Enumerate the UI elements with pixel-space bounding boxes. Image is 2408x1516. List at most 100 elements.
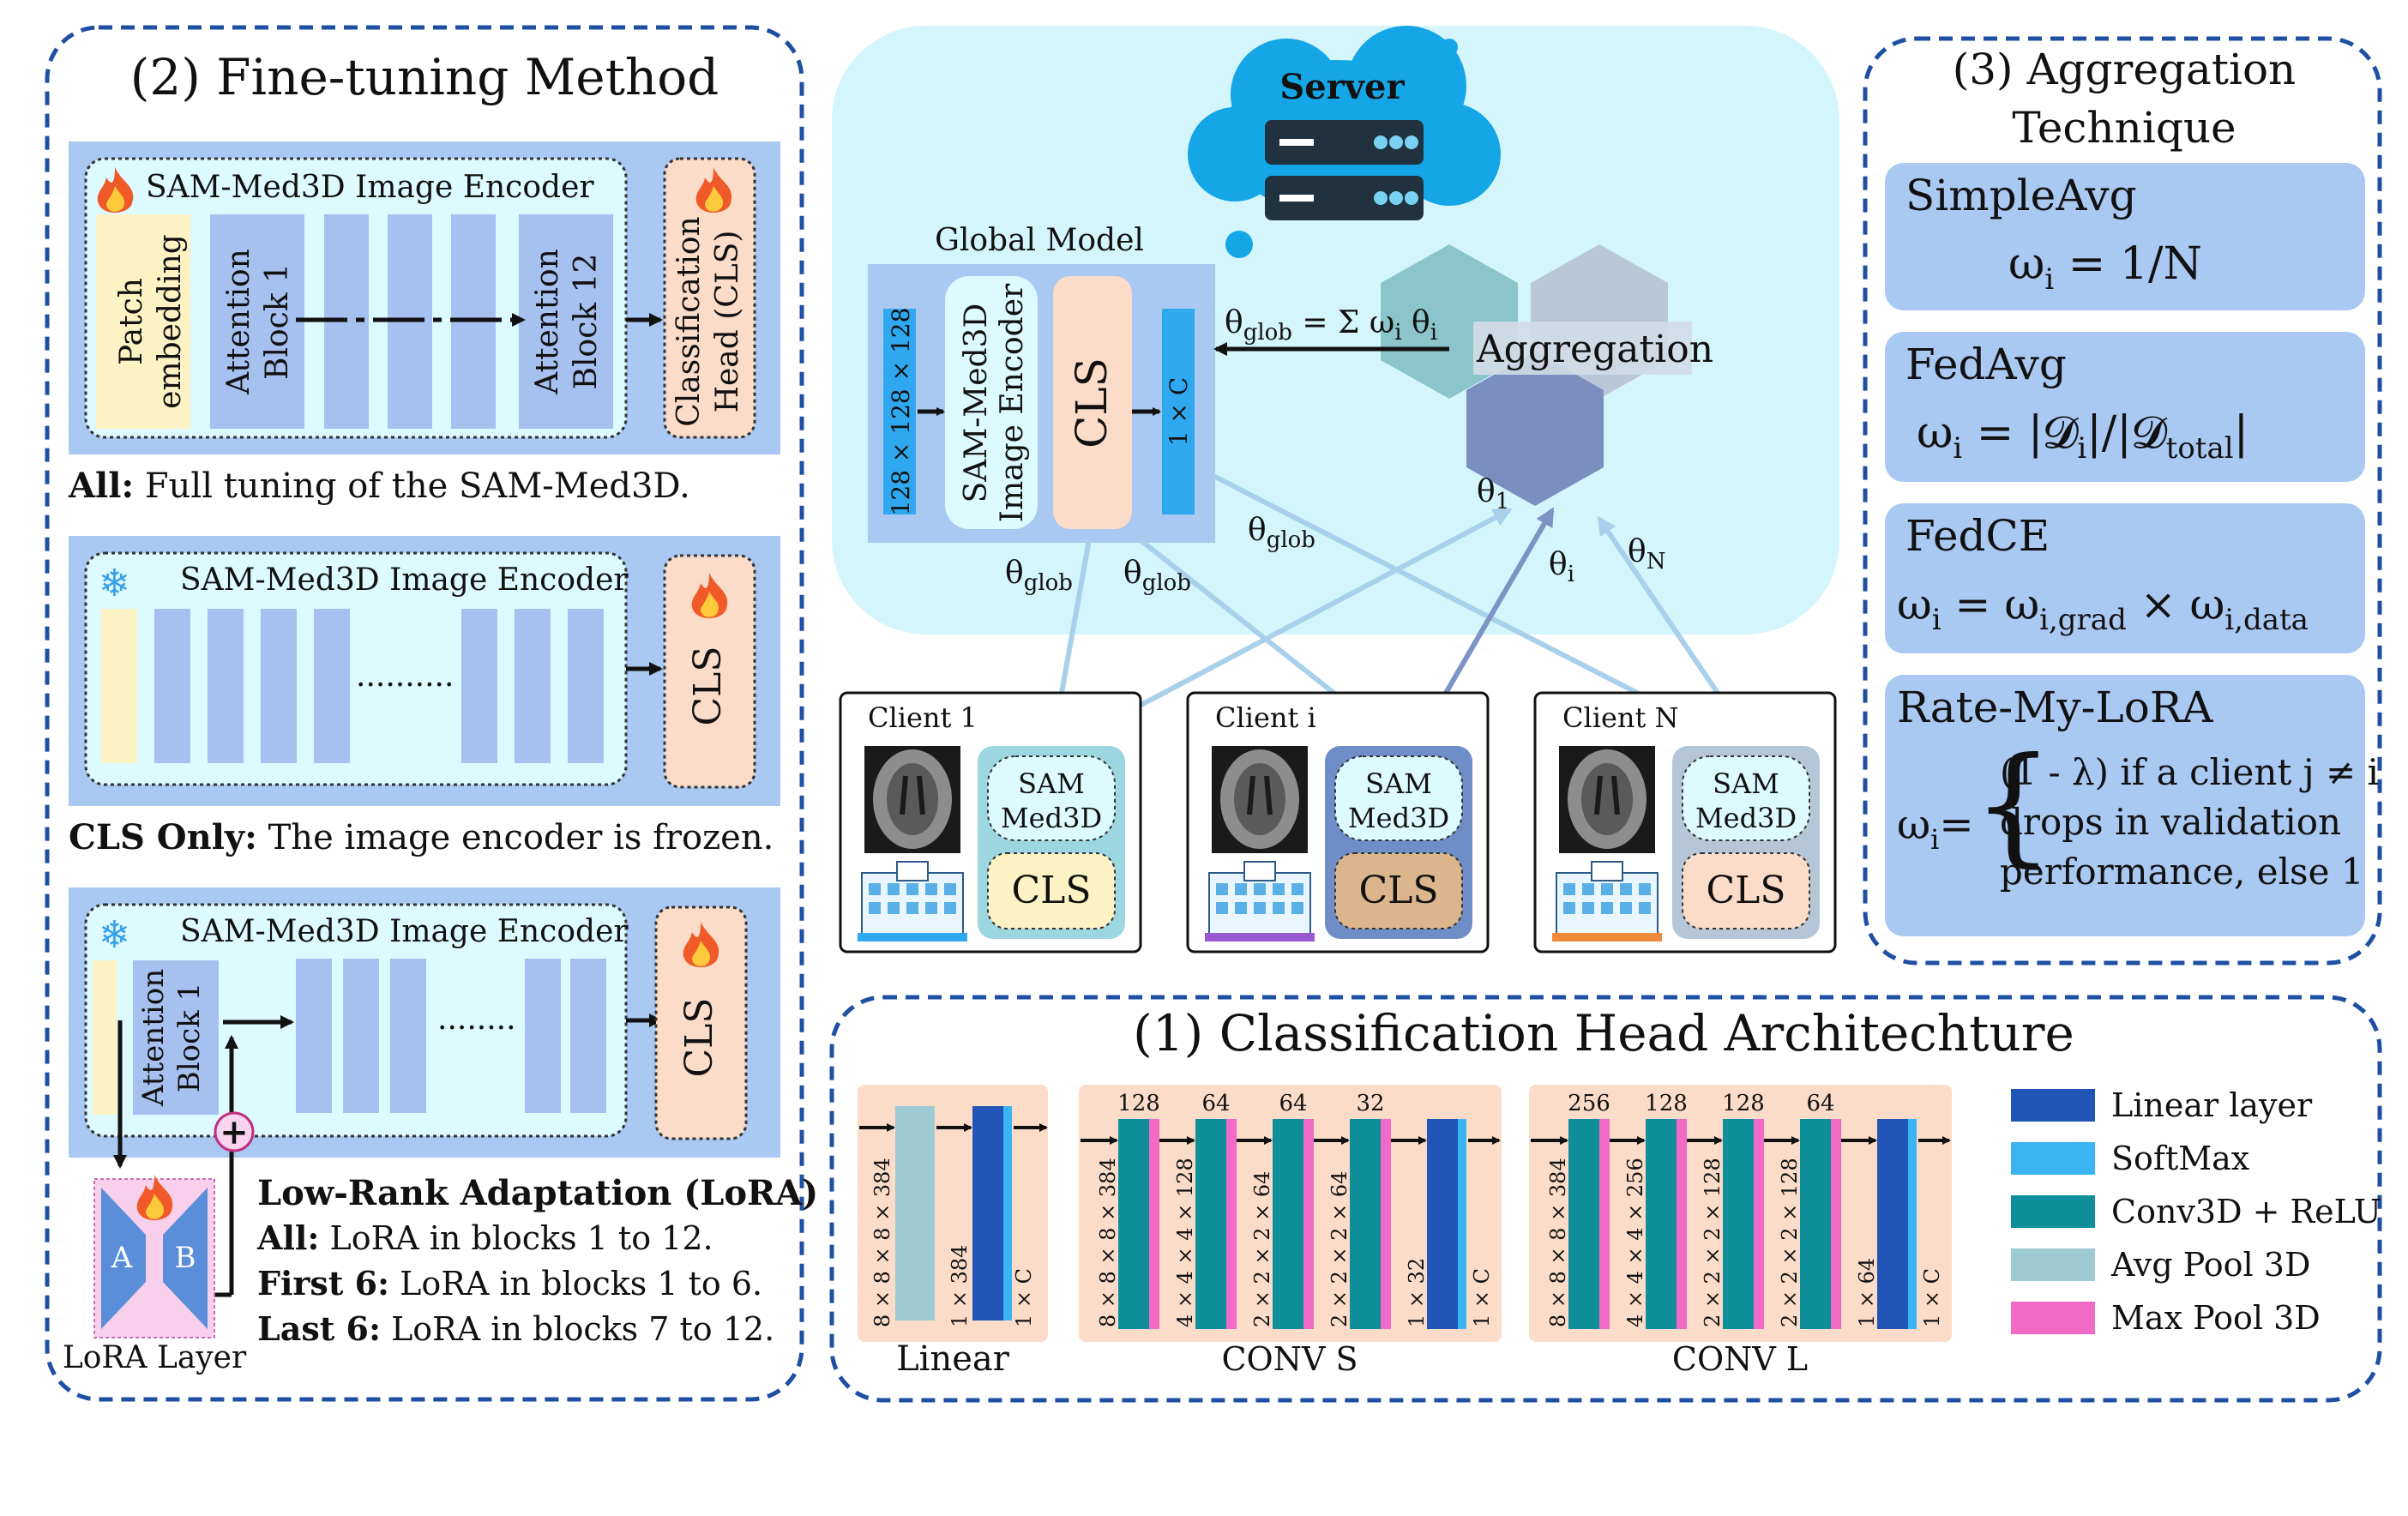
theta-glob-label-1: θglob xyxy=(1005,556,1073,596)
patch-label-1: Patch xyxy=(114,278,149,365)
linear-layer xyxy=(1427,1119,1458,1329)
fire-icon xyxy=(683,922,719,967)
max-pool-layer xyxy=(1149,1119,1159,1329)
arch-conv-l-label: CONV L xyxy=(1672,1340,1808,1378)
add-icon xyxy=(214,1111,255,1152)
method-fedavg: FedAvg ωi = |𝓓i|/|𝓓total| xyxy=(1885,332,2365,482)
dim-label: 1 × 64 xyxy=(1855,1258,1879,1327)
channel-label: 128 xyxy=(1722,1091,1765,1116)
input-dim: 128 × 128 × 128 xyxy=(887,308,915,516)
legend-label: SoftMax xyxy=(2111,1140,2249,1177)
conv3d-layer xyxy=(1273,1119,1303,1329)
client-name: Client 1 xyxy=(868,701,978,734)
conv3d-layer xyxy=(1350,1119,1381,1329)
softmax-layer xyxy=(1908,1119,1917,1329)
cls-only-diagram: SAM-Med3D Image Encoder ❄ .......... CLS xyxy=(69,536,780,806)
lora-layer-label: LoRA Layer xyxy=(63,1340,247,1375)
max-pool-layer xyxy=(1677,1119,1687,1329)
snowflake-icon: ❄ xyxy=(99,913,130,957)
conv3d-layer xyxy=(1800,1119,1831,1329)
legend-label: Conv3D + ReLU xyxy=(2111,1193,2381,1230)
method-ratemylora: Rate-My-LoRA ωi= { (1 - λ) if a client j… xyxy=(1885,675,2379,936)
method-formula: ωi = |𝓓i|/|𝓓total| xyxy=(1917,407,2248,466)
method-simpleavg: SimpleAvg ωi = 1/N xyxy=(1885,163,2365,310)
softmax-layer xyxy=(1458,1119,1466,1329)
aggregation-label: Aggregation xyxy=(1476,328,1713,371)
dim-label: 8 × 8 × 8 × 384 xyxy=(870,1158,894,1327)
client-cls-label: CLS xyxy=(1011,869,1091,912)
server-label: Server xyxy=(1279,67,1405,107)
client-name: Client i xyxy=(1215,701,1316,734)
global-cls-label: CLS xyxy=(1067,358,1117,448)
plus-sign: + xyxy=(220,1112,249,1152)
agg-title-2: Technique xyxy=(2012,103,2236,153)
encoder-label: SAM-Med3D Image Encoder xyxy=(146,170,594,205)
dim-label: 2 × 2 × 2 × 128 xyxy=(1701,1158,1725,1327)
conv3d-layer xyxy=(1118,1119,1149,1329)
legend-swatch xyxy=(2011,1302,2095,1334)
cls-arch-title: (1) Classification Head Architechture xyxy=(1133,1004,2074,1062)
encoder-label: SAM-Med3D Image Encoder xyxy=(180,562,629,598)
legend-swatch xyxy=(2011,1089,2095,1122)
fire-icon xyxy=(136,1175,173,1220)
brain-mri-icon xyxy=(1559,746,1655,853)
attn1-label-2: Block 1 xyxy=(260,263,295,380)
finetune-panel: (2) Fine-tuning Method SAM-Med3D Image E… xyxy=(45,25,818,1402)
fire-icon xyxy=(691,573,728,618)
lora-diagram: SAM-Med3D Image Encoder ❄ Attention Bloc… xyxy=(63,887,780,1375)
lora-line-all: All: LoRA in blocks 1 to 12. xyxy=(256,1218,713,1257)
cls-only-caption: CLS Only: The image encoder is frozen. xyxy=(69,817,774,857)
channel-label: 64 xyxy=(1279,1091,1307,1116)
max-pool-layer xyxy=(1226,1119,1237,1329)
hospital-icon xyxy=(1552,861,1662,941)
cls-arch-panel: (1) Classification Head Architechture 8 … xyxy=(829,995,2382,1403)
lora-b: B xyxy=(175,1241,196,1275)
lora-description: Low-Rank Adaptation (LoRA) All: LoRA in … xyxy=(256,1173,818,1348)
client-cls-label: CLS xyxy=(1358,869,1438,912)
dim-label: 2 × 2 × 2 × 64 xyxy=(1327,1171,1351,1327)
snowflake-icon: ❄ xyxy=(99,562,130,605)
method-formula: ωi= xyxy=(1897,801,1974,856)
dim-label: 4 × 4 × 4 × 256 xyxy=(1623,1158,1647,1327)
method-name: FedAvg xyxy=(1905,340,2067,389)
dim-label: 8 × 8 × 8 × 384 xyxy=(1096,1158,1120,1327)
channel-label: 128 xyxy=(1645,1091,1688,1116)
client-sam-label: SAM xyxy=(1713,767,1779,800)
aggregation-puzzle: Aggregation xyxy=(1381,244,1713,506)
lora-attn-label-2: Block 1 xyxy=(172,983,207,1092)
fire-icon xyxy=(695,167,732,213)
max-pool-layer xyxy=(1754,1119,1764,1329)
lora-a: A xyxy=(111,1241,133,1275)
method-fedce: FedCE ωi = ωi,grad × ωi,data xyxy=(1885,503,2365,653)
dim-label: 1 × C xyxy=(1012,1268,1036,1327)
channel-label: 64 xyxy=(1201,1091,1230,1116)
channel-label: 256 xyxy=(1568,1091,1610,1116)
theta-1-label: θ1 xyxy=(1477,474,1509,514)
legend-swatch xyxy=(2011,1248,2095,1281)
channel-label: 32 xyxy=(1356,1091,1384,1116)
linear-layer xyxy=(972,1106,1003,1320)
client-sam-label: SAM xyxy=(1365,767,1432,800)
lora-title: Low-Rank Adaptation (LoRA) xyxy=(257,1173,818,1213)
agg-title-1: (3) Aggregation xyxy=(1953,45,2297,94)
method-name: SimpleAvg xyxy=(1905,171,2137,220)
aggregation-technique-panel: (3) Aggregation Technique SimpleAvg ωi =… xyxy=(1863,36,2382,966)
cls-head-label-2: Head (CLS) xyxy=(710,231,745,413)
conv3d-layer xyxy=(1646,1119,1677,1329)
hospital-icon xyxy=(1205,861,1315,941)
max-pool-layer xyxy=(1831,1119,1841,1329)
attn12-label-2: Block 12 xyxy=(569,254,604,390)
legend-label: Avg Pool 3D xyxy=(2110,1246,2310,1284)
hospital-icon xyxy=(858,861,967,941)
dim-label: 1 × 384 xyxy=(948,1245,972,1327)
attn12-label-1: Attention xyxy=(530,249,565,395)
blocks-ellipsis: .......... xyxy=(356,659,454,694)
client-sam-label: SAM xyxy=(1018,767,1085,800)
brace: { xyxy=(1972,731,2054,880)
max-pool-layer xyxy=(1303,1119,1314,1329)
